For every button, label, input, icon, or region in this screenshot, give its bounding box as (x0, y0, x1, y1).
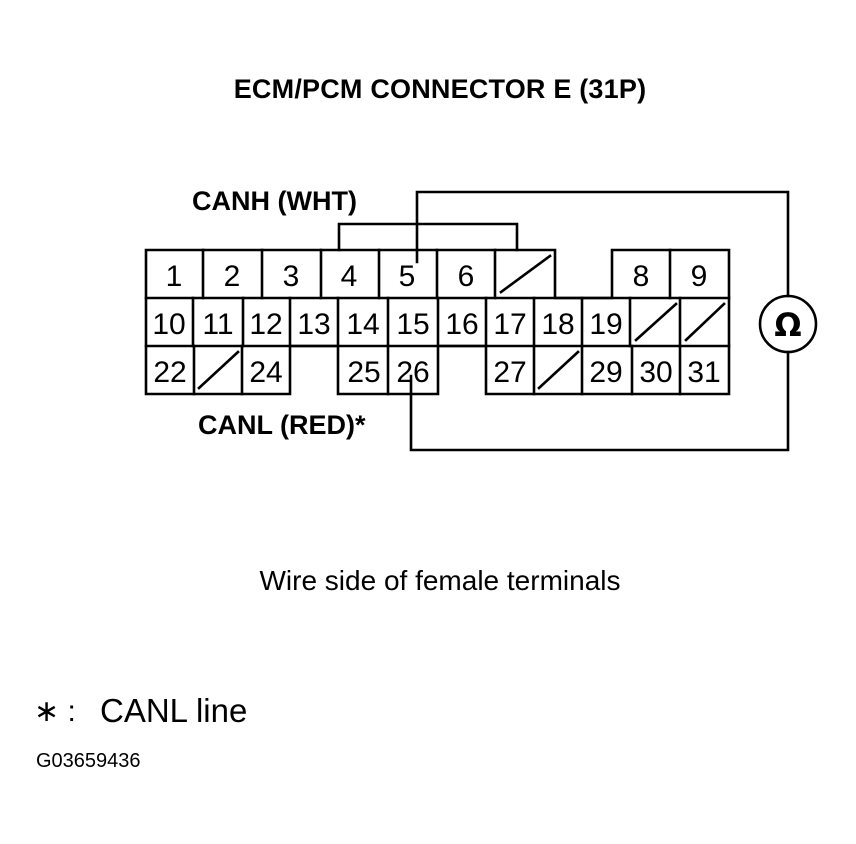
terminal-number: 15 (396, 308, 429, 341)
terminal-number: 22 (153, 356, 186, 389)
terminal-number: 29 (589, 356, 622, 389)
ohm-symbol: Ω (774, 306, 801, 344)
view-caption: Wire side of female terminals (259, 565, 621, 596)
terminal-number: 18 (541, 308, 574, 341)
empty-cavity-slash (684, 302, 726, 342)
terminal-number: 1 (166, 260, 183, 293)
terminal-number: 8 (633, 260, 650, 293)
terminal-number: 19 (589, 308, 622, 341)
terminal-number: 10 (152, 308, 185, 341)
terminal-number: 13 (297, 308, 330, 341)
empty-cavity-slash (634, 302, 678, 342)
terminal-number: 14 (346, 308, 379, 341)
canh-wire-label: CANH (WHT) (192, 186, 357, 216)
terminal-number: 26 (396, 356, 429, 389)
terminal-number: 17 (493, 308, 526, 341)
ohmmeter-icon (758, 294, 818, 354)
terminal-number: 31 (687, 356, 720, 389)
terminal-number: 5 (399, 260, 416, 293)
terminal-number: 11 (202, 308, 233, 341)
canl-probe-lead (409, 350, 790, 452)
canl-wire-label: CANL (RED)* (198, 410, 366, 440)
terminal-number: 30 (639, 356, 672, 389)
note-symbol: ∗ : (34, 695, 76, 728)
canh-probe-lead (415, 190, 790, 298)
locking-tab (337, 222, 519, 252)
terminal-number: 25 (347, 356, 380, 389)
empty-cavity-slash (197, 350, 240, 390)
note-text: CANL line (100, 692, 248, 729)
terminal-number: 3 (283, 260, 300, 293)
empty-cavity-slash (499, 254, 552, 294)
terminal-number: 24 (249, 356, 282, 389)
terminal-number: 16 (445, 308, 478, 341)
empty-cavity-slash (537, 350, 580, 390)
terminal-number: 12 (249, 308, 282, 341)
terminal-number: 2 (224, 260, 241, 293)
terminal-number: 4 (341, 260, 358, 293)
connector-title: ECM/PCM CONNECTOR E (31P) (233, 74, 647, 104)
terminal-number: 27 (493, 356, 526, 389)
terminal-number: 9 (691, 260, 708, 293)
figure-code: G03659436 (36, 750, 141, 772)
terminal-number: 6 (458, 260, 475, 293)
